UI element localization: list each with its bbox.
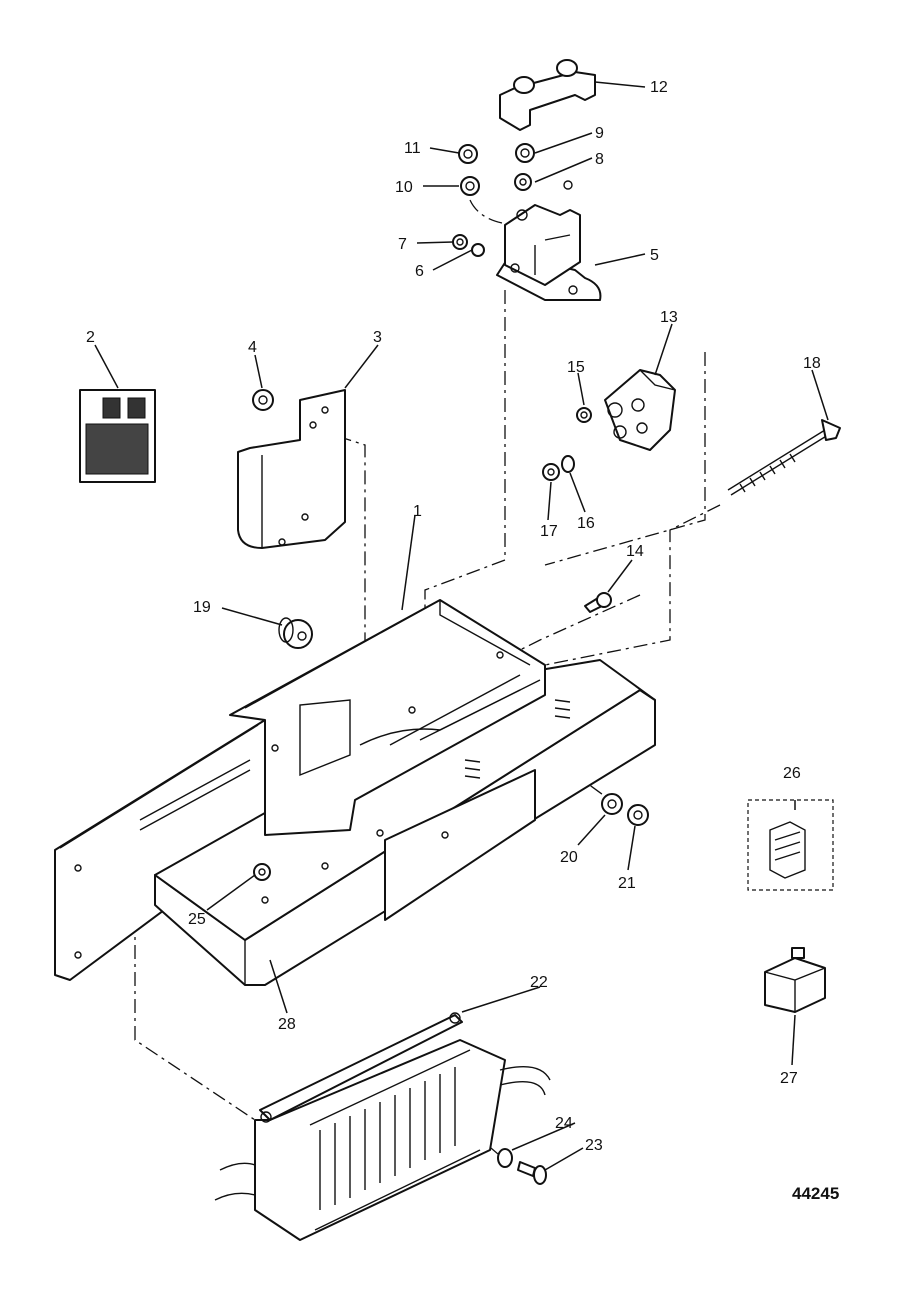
callout-5: 5 bbox=[650, 247, 659, 264]
hardware-parts-23-24 bbox=[497, 1148, 547, 1185]
module-part-22 bbox=[214, 1012, 551, 1241]
callout-2: 2 bbox=[86, 329, 95, 346]
callout-16: 16 bbox=[577, 515, 595, 532]
callout-23: 23 bbox=[585, 1137, 603, 1154]
callout-24: 24 bbox=[555, 1115, 573, 1132]
callout-17: 17 bbox=[540, 523, 558, 540]
relay-part-27 bbox=[764, 947, 826, 1013]
callout-18: 18 bbox=[803, 355, 821, 372]
callout-4: 4 bbox=[248, 339, 257, 356]
bolt-part-18 bbox=[727, 419, 841, 496]
figure-number: 44245 bbox=[792, 1184, 839, 1203]
screw-part-14 bbox=[584, 592, 612, 613]
solenoid-part-5 bbox=[496, 180, 602, 301]
nut-part-4 bbox=[252, 389, 274, 411]
tray-box-part-1 bbox=[229, 599, 571, 836]
callout-21: 21 bbox=[618, 875, 636, 892]
callout-1: 1 bbox=[413, 503, 422, 520]
callout-12: 12 bbox=[650, 79, 668, 96]
callout-14: 14 bbox=[626, 543, 644, 560]
callout-8: 8 bbox=[595, 151, 604, 168]
callout-13: 13 bbox=[660, 309, 678, 326]
switch-part-13 bbox=[604, 369, 676, 451]
callout-leader-lines bbox=[94, 81, 829, 1171]
callout-15: 15 bbox=[567, 359, 585, 376]
callout-11: 11 bbox=[404, 140, 421, 157]
strap-part-12 bbox=[499, 59, 596, 131]
callout-19: 19 bbox=[193, 599, 211, 616]
hardware-parts-15-16-17 bbox=[542, 407, 592, 481]
callout-3: 3 bbox=[373, 329, 382, 346]
cover-part-3 bbox=[237, 389, 346, 549]
spacer-part-19 bbox=[278, 617, 313, 649]
callout-27: 27 bbox=[780, 1070, 798, 1087]
callout-28: 28 bbox=[278, 1016, 296, 1033]
washer-part-25 bbox=[253, 863, 271, 881]
callout-20: 20 bbox=[560, 849, 578, 866]
hardware-parts-20-21 bbox=[601, 793, 649, 826]
hardware-parts-6-to-11 bbox=[452, 143, 535, 257]
callout-9: 9 bbox=[595, 125, 604, 142]
callout-10: 10 bbox=[395, 179, 413, 196]
callout-26: 26 bbox=[783, 765, 801, 782]
callout-7: 7 bbox=[398, 236, 407, 253]
part-26-boxed bbox=[747, 799, 834, 891]
callout-6: 6 bbox=[415, 263, 424, 280]
callout-labels: 1 2 3 4 5 6 7 8 9 10 11 12 13 14 15 16 1… bbox=[86, 79, 839, 1203]
callout-25: 25 bbox=[188, 911, 206, 928]
callout-22: 22 bbox=[530, 974, 548, 991]
decal-part-2 bbox=[79, 389, 156, 483]
base-bracket-part-28 bbox=[54, 659, 656, 986]
